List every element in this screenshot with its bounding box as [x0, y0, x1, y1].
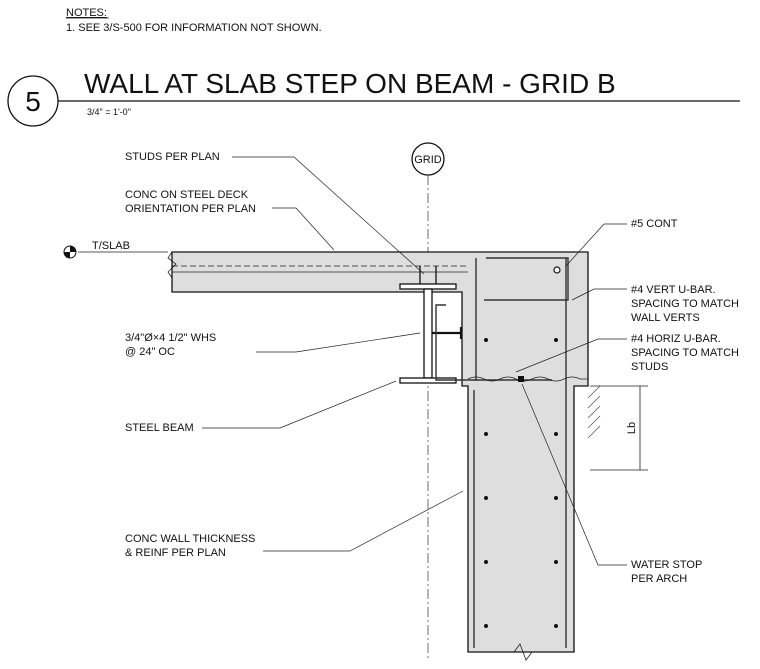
- cold-joint-line: [467, 376, 588, 382]
- callout-cont: #5 CONT: [631, 218, 678, 230]
- notes-heading: NOTES:: [66, 7, 107, 19]
- rebar-dots: [484, 338, 558, 628]
- leader-whs: [256, 332, 421, 353]
- leader-wall: [263, 490, 464, 552]
- earth-hatch: [587, 385, 601, 439]
- callout-wall-1: CONC WALL THICKNESS: [125, 533, 255, 545]
- detail-title: WALL AT SLAB STEP ON BEAM - GRID B: [84, 68, 616, 99]
- leader-deck: [272, 207, 335, 251]
- top-cont-bar-loop: [484, 257, 569, 301]
- callout-horiz-3: STUDS: [631, 361, 668, 373]
- leader-vert: [571, 288, 627, 301]
- lb-dim-label: Lb: [626, 422, 638, 434]
- callout-whs-2: @ 24" OC: [125, 346, 175, 358]
- callout-wall-2: & REINF PER PLAN: [125, 547, 226, 559]
- note-1: 1. SEE 3/S-500 FOR INFORMATION NOT SHOWN…: [66, 22, 322, 34]
- callout-beam: STEEL BEAM: [125, 422, 194, 434]
- grid-label: GRID: [414, 154, 442, 166]
- leader-beam: [202, 380, 397, 429]
- cont-bar-circle: [553, 266, 561, 274]
- leader-horiz: [515, 338, 627, 373]
- detail-number: 5: [25, 86, 41, 117]
- callout-water-2: PER ARCH: [631, 573, 687, 585]
- wall-break-line: [513, 643, 533, 661]
- callout-deck-1: CONC ON STEEL DECK: [125, 189, 249, 201]
- leader-water: [521, 383, 627, 566]
- callout-vert-2: SPACING TO MATCH: [631, 298, 739, 310]
- callout-deck-2: ORIENTATION PER PLAN: [125, 203, 256, 215]
- water-stop: [518, 376, 524, 382]
- leader-cont: [565, 223, 627, 267]
- concrete-slab-and-wall: [171, 251, 589, 653]
- horiz-u-bar: [435, 304, 478, 381]
- elevation-marker-icon: [63, 245, 77, 259]
- leader-studs: [232, 156, 425, 275]
- elevation-marker-label: T/SLAB: [92, 240, 130, 252]
- callout-studs: STUDS PER PLAN: [125, 151, 220, 163]
- callout-whs-1: 3/4"Ø×4 1/2" WHS: [125, 332, 216, 344]
- detail-scale: 3/4" = 1'-0": [87, 107, 131, 117]
- callout-horiz-1: #4 HORIZ U-BAR.: [631, 333, 721, 345]
- slab-break-line: [167, 251, 177, 279]
- callout-water-1: WATER STOP: [631, 559, 702, 571]
- callout-vert-3: WALL VERTS: [631, 312, 700, 324]
- steel-beam: [399, 283, 457, 384]
- callout-horiz-2: SPACING TO MATCH: [631, 347, 739, 359]
- callout-vert-1: #4 VERT U-BAR.: [631, 284, 716, 296]
